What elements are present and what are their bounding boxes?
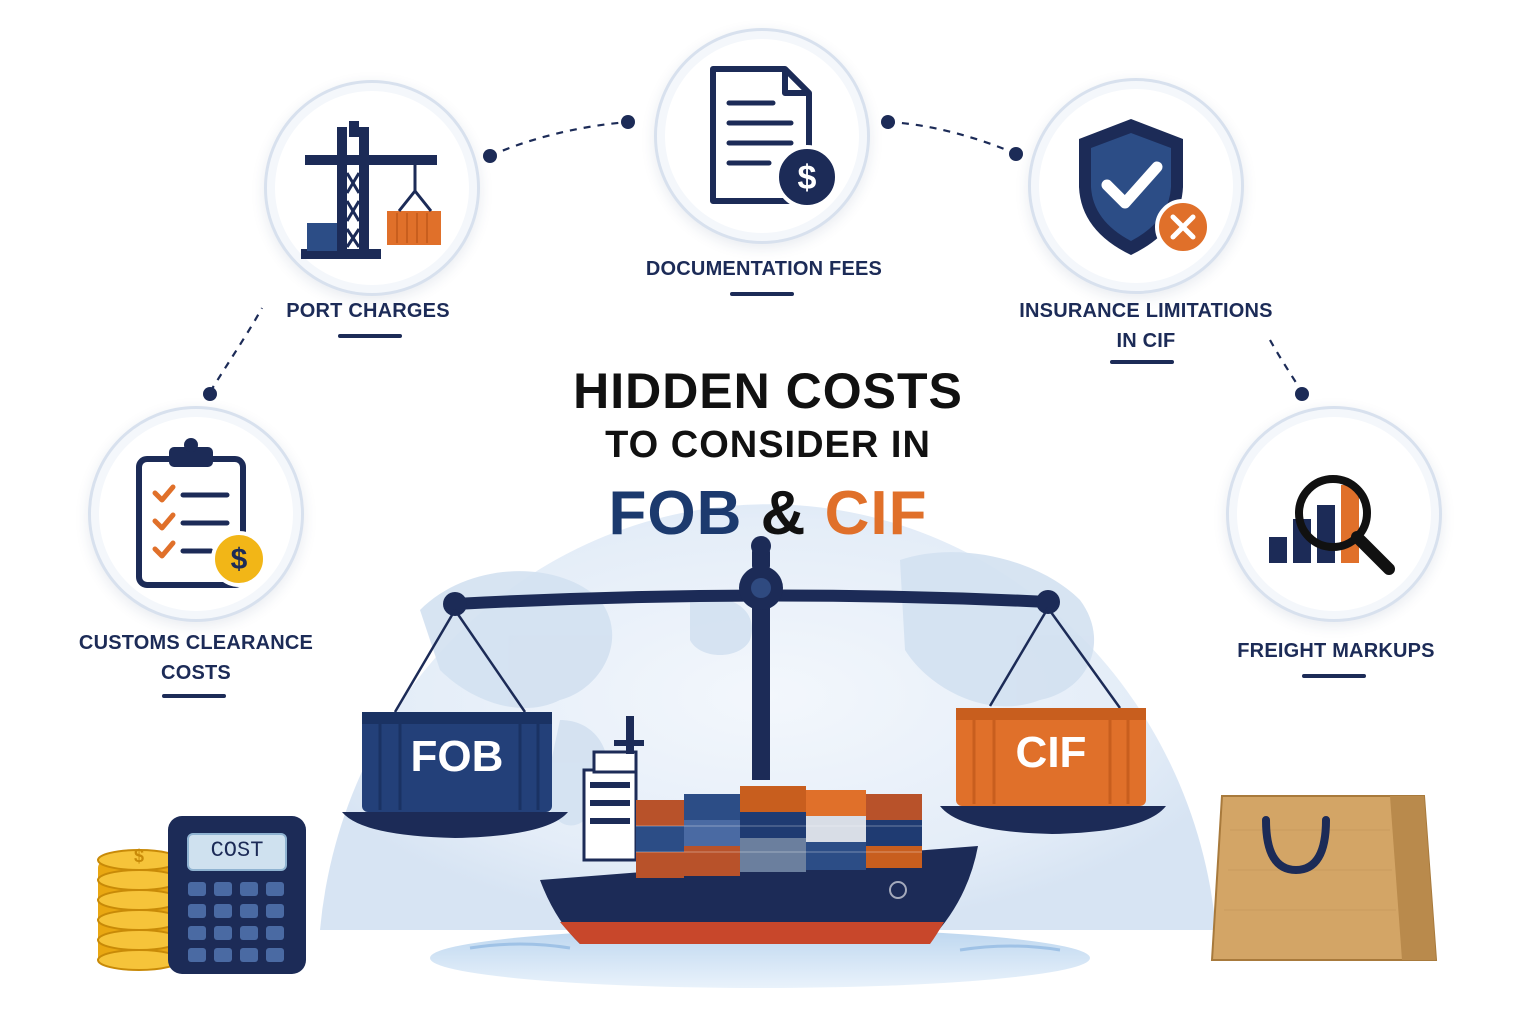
coin-dollar-icon: $ — [133, 846, 144, 866]
customs-clearance-label: CUSTOMS CLEARANCE COSTS — [60, 628, 332, 688]
port-charges-label: PORT CHARGES — [240, 296, 496, 326]
shield-check-icon — [1079, 119, 1211, 255]
freight-markups-node — [1226, 406, 1442, 622]
fob-container-label: FOB — [410, 732, 504, 781]
calculator-display-text: COST — [210, 838, 264, 863]
cif-container-label: CIF — [1015, 728, 1087, 777]
title-cif: CIF — [824, 479, 928, 548]
title-line-3: FOB & CIF — [468, 478, 1068, 549]
freight-underline — [1302, 674, 1366, 678]
clipboard-checklist-icon: $ — [136, 438, 267, 588]
svg-text:$: $ — [798, 159, 817, 197]
title-fob: FOB — [608, 479, 743, 548]
title-ampersand: & — [760, 479, 807, 548]
customs-underline — [162, 694, 226, 698]
title-line-2: TO CONSIDER IN — [605, 424, 931, 466]
customs-label-line-2: COSTS — [161, 662, 231, 684]
freight-label-line-1: FREIGHT MARKUPS — [1237, 640, 1435, 662]
documentation-label-line-1: DOCUMENTATION FEES — [645, 258, 883, 280]
insurance-label-line-2: IN CIF — [1116, 330, 1176, 352]
port-underline — [338, 334, 402, 338]
insurance-label-line-1: INSURANCE LIMITATIONS — [1019, 300, 1273, 322]
coin-stack — [97, 849, 181, 971]
insurance-underline — [1110, 360, 1174, 364]
documentation-fees-node: $ — [654, 28, 870, 244]
shopping-bag — [1210, 795, 1438, 961]
title-line-1: HIDDEN COSTS — [573, 363, 963, 419]
bar-chart-magnifier-icon — [1269, 475, 1395, 575]
calculator — [168, 816, 306, 974]
port-crane-icon — [301, 121, 441, 259]
fob-container — [362, 712, 552, 812]
port-label-line-1: PORT CHARGES — [286, 300, 450, 322]
freight-markups-label: FREIGHT MARKUPS — [1200, 636, 1472, 666]
cif-container — [956, 708, 1146, 806]
svg-text:$: $ — [231, 543, 248, 576]
documentation-underline — [730, 292, 794, 296]
balance-scale — [342, 536, 1166, 838]
insurance-limitations-node — [1028, 78, 1244, 294]
document-dollar-icon: $ — [710, 66, 839, 209]
documentation-fees-label: DOCUMENTATION FEES — [614, 254, 914, 284]
connector-dots — [203, 115, 1309, 401]
port-charges-node — [264, 80, 480, 296]
customs-label-line-1: CUSTOMS CLEARANCE — [78, 632, 314, 654]
cargo-ship — [540, 716, 978, 944]
insurance-limitations-label: INSURANCE LIMITATIONS IN CIF — [1006, 296, 1286, 356]
customs-clearance-node: $ — [88, 406, 304, 622]
